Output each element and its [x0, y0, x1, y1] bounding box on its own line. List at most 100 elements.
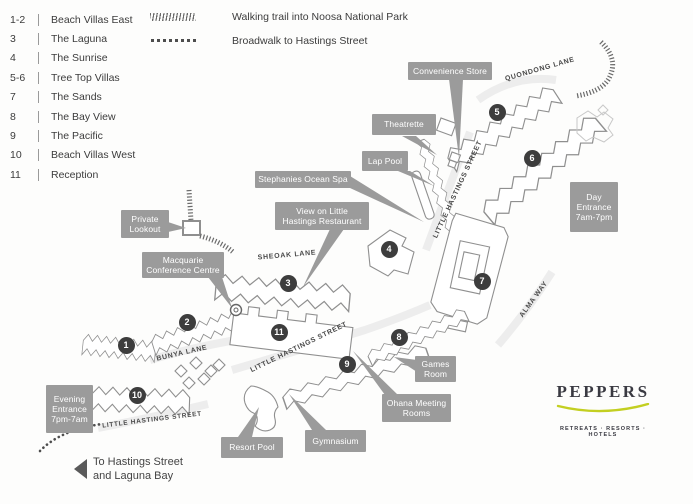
callout-text: Convenience Store	[413, 65, 487, 76]
lap-pool-shape	[411, 170, 435, 220]
callout-text: Resort Pool	[229, 442, 275, 453]
building-marker-2: 2	[178, 313, 196, 331]
lookout-trail-north	[186, 189, 194, 222]
small-structure	[447, 159, 458, 169]
key-number: 7	[10, 91, 16, 104]
small-circle-marker-icon	[229, 303, 243, 317]
walking-trails	[186, 40, 616, 254]
building-marker-5: 5	[488, 103, 506, 121]
hatched-trail-icon	[150, 13, 196, 21]
building-marker-7: 7	[473, 272, 491, 290]
callout-text: Gymnasium	[312, 435, 359, 446]
key-number: 10	[10, 149, 22, 162]
to-hastings-line1: To Hastings Street	[93, 456, 183, 468]
peppers-logo-wordmark: PEPPERS	[556, 382, 650, 401]
lookout-trail-east	[199, 233, 235, 254]
key-number: 11	[10, 168, 21, 181]
key-number: 9	[10, 130, 16, 143]
key-number: 1-2	[10, 13, 26, 26]
callout-text: Lookout	[129, 224, 161, 234]
to-hastings-arrow-icon	[74, 459, 87, 479]
callout-pointers	[168, 79, 463, 437]
to-hastings-text: To Hastings Street and Laguna Bay	[93, 456, 183, 484]
callout-text: View on Little	[296, 205, 348, 216]
callout-text: Games	[421, 358, 450, 369]
callout-text: Stephanies Ocean Spa	[258, 174, 348, 185]
peppers-logo: PEPPERS RETREATS · RESORTS · HOTELS	[548, 382, 658, 438]
callout-text: Ohana Meeting	[386, 397, 447, 408]
key-row: 4 The Sunrise	[8, 49, 135, 68]
faint-structures	[576, 104, 614, 143]
theatrette-building	[435, 117, 457, 137]
building-marker-9: 9	[338, 355, 356, 373]
callout-text: Entrance	[52, 403, 87, 414]
callout-resort-pool: Resort Pool	[221, 437, 283, 458]
key-label: Tree Top Villas	[38, 71, 120, 84]
key-label: The Pacific	[38, 130, 103, 143]
callout-text: 7pm-7am	[51, 414, 88, 425]
to-hastings-line2: and Laguna Bay	[93, 469, 174, 482]
building-marker-4: 4	[380, 240, 398, 258]
key-label: Beach Villas East	[38, 13, 133, 26]
carport-diamonds	[174, 356, 226, 390]
key-label: Reception	[38, 168, 98, 181]
key-row: 10 Beach Villas West	[8, 146, 135, 165]
resort-pool-shape	[243, 385, 279, 432]
callout-text: Room	[423, 369, 448, 379]
key-label: The Sands	[38, 91, 102, 104]
callout-text: Rooms	[402, 408, 431, 418]
callout-text: Day	[586, 191, 602, 202]
key-number: 3	[10, 33, 16, 46]
callout-theatrette: Theatrette	[372, 114, 436, 135]
building-11-outline	[229, 306, 354, 360]
key-row: 7 The Sands	[8, 88, 135, 107]
callout-text: Conference Centre	[146, 265, 220, 275]
broadwalk-trail	[38, 422, 104, 453]
key-row: 5-6 Tree Top Villas	[8, 68, 135, 87]
callout-text: Macquarie	[162, 254, 204, 265]
key-row: 1-2 Beach Villas East	[8, 10, 135, 29]
callout-text: Entrance	[576, 201, 612, 212]
dotted-trail-icon	[151, 39, 196, 42]
callout-text: Lap Pool	[367, 155, 403, 166]
key-row: 11 Reception	[8, 165, 135, 184]
key-label: Beach Villas West	[38, 149, 135, 162]
key-label: The Sunrise	[38, 52, 108, 65]
peppers-logo-tagline: RETREATS · RESORTS · HOTELS	[559, 426, 647, 438]
callout-text: Hastings Restaurant	[282, 216, 362, 226]
callout-text: 7am-7pm	[575, 212, 613, 223]
callout-text: Private	[131, 213, 159, 224]
building-marker-8: 8	[390, 328, 408, 346]
callout-text: Theatrette	[384, 119, 424, 130]
building-marker-3: 3	[279, 274, 297, 292]
callout-gymnasium: Gymnasium	[305, 430, 366, 452]
building-marker-11: 11	[270, 323, 288, 341]
broadwalk-legend-label: Broadwalk to Hastings Street	[232, 35, 368, 47]
logo-swoosh-icon	[556, 402, 650, 413]
key-number: 8	[10, 110, 16, 123]
building-marker-10: 10	[128, 386, 146, 404]
building-marker-1: 1	[117, 336, 135, 354]
callout-stephanies-ocean-spa: Stephanies Ocean Spa	[255, 171, 351, 188]
key-row: 8 The Bay View	[8, 107, 135, 126]
key-label: The Bay View	[38, 110, 116, 123]
walking-trail-legend-label: Walking trail into Noosa National Park	[232, 11, 408, 23]
key-number: 5-6	[10, 71, 26, 84]
national-park-trail	[575, 40, 616, 99]
building-marker-6: 6	[523, 149, 541, 167]
callout-lap-pool: Lap Pool	[362, 151, 408, 171]
key-row: 9 The Pacific	[8, 126, 135, 145]
callout-convenience-store: Convenience Store	[408, 62, 492, 80]
callout-text: Evening	[53, 393, 86, 404]
key-number: 4	[10, 52, 16, 65]
